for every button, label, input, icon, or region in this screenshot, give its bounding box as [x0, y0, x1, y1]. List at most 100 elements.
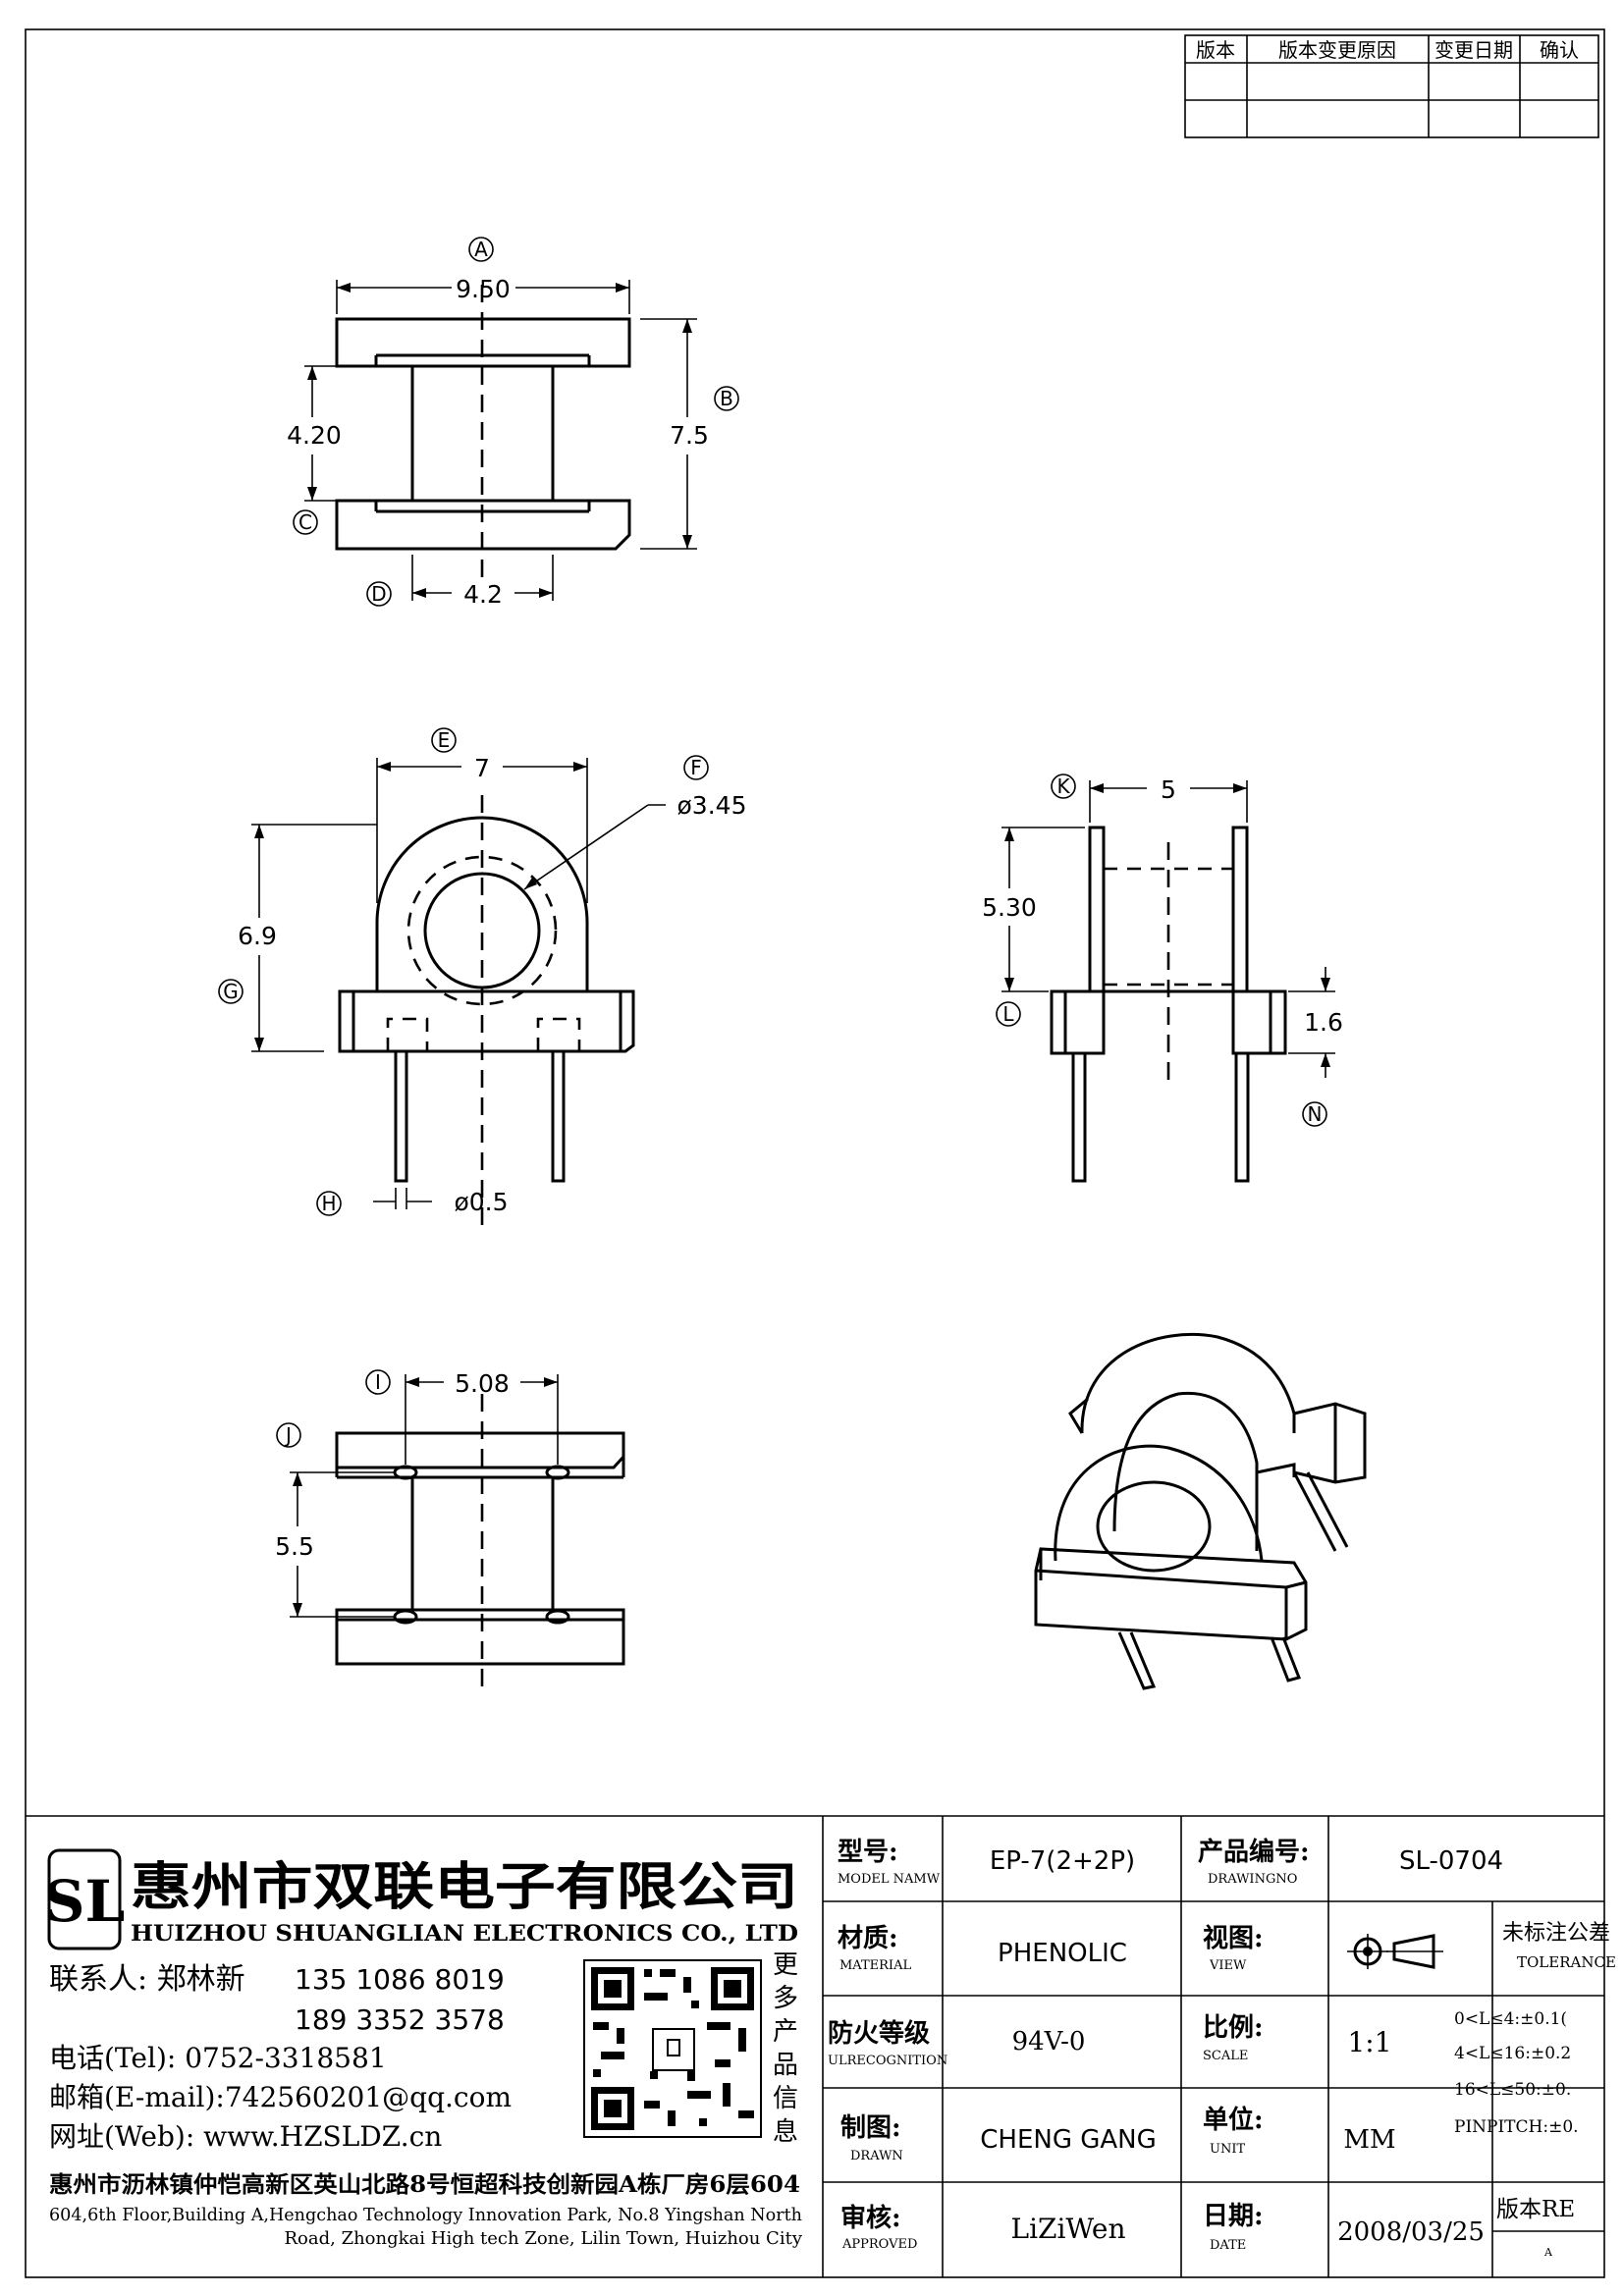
rev-header-reason: 版本变更原因 — [1278, 38, 1396, 62]
dim-bottom-rows: 5.5 — [275, 1532, 314, 1561]
callout-d-label: D — [371, 582, 386, 606]
tolerance-label-cn: 未标注公差 — [1502, 1921, 1610, 1946]
tolerance-line-3: 16<L≤50:±0. — [1454, 2080, 1571, 2100]
callout-c — [293, 509, 318, 535]
rev-label: 版本RE — [1496, 2197, 1575, 2222]
material-label-en: MATERIAL — [839, 1958, 911, 1973]
dim-bottom-pitch: 5.08 — [455, 1369, 510, 1398]
title-block: SL 惠州市双联电子有限公司 HUIZHOU SHUANGLIAN ELECTR… — [26, 1815, 1616, 2277]
company-name-cn: 惠州市双联电子有限公司 — [131, 1857, 798, 1917]
callout-j — [276, 1422, 301, 1448]
callout-g — [218, 979, 243, 1004]
callout-f — [683, 755, 709, 780]
callout-h — [316, 1191, 342, 1216]
callout-k — [1051, 774, 1076, 799]
isometric-view — [1034, 1332, 1367, 1690]
unit-label-cn: 单位: — [1203, 2105, 1264, 2135]
dim-front-width: 7 — [474, 754, 490, 782]
model-value: EP-7(2+2P) — [990, 1846, 1135, 1876]
callout-b — [714, 386, 739, 411]
callout-n — [1302, 1101, 1327, 1127]
callout-c-label: C — [298, 510, 312, 534]
callout-h-label: H — [321, 1192, 336, 1215]
approved-label-en: APPROVED — [841, 2237, 917, 2252]
revision-table: 版本 版本变更原因 变更日期 确认 — [1184, 34, 1599, 138]
contact-phone-2: 189 3352 3578 — [295, 2003, 505, 2036]
tolerance-line-1: 0<L≤4:±0.1( — [1454, 2009, 1567, 2029]
dim-top-gap: 4.20 — [287, 421, 342, 450]
scale-value: 1:1 — [1347, 2026, 1391, 2058]
model-label-cn: 型号: — [838, 1838, 898, 1867]
qr-code — [583, 1959, 762, 2138]
contact-email: 邮箱(E-mail):742560201@qq.com — [49, 2081, 512, 2113]
drawingno-label-en: DRAWINGNO — [1208, 1872, 1297, 1887]
date-label-en: DATE — [1210, 2238, 1246, 2253]
callout-k-label: K — [1056, 774, 1070, 798]
callout-n-label: N — [1308, 1102, 1323, 1126]
dim-top-core: 4.2 — [463, 580, 503, 609]
fire-label-en: ULRECOGNITION — [828, 2054, 947, 2068]
qr-text-3: 产 — [773, 2017, 798, 2047]
callout-j-label: J — [284, 1423, 292, 1447]
fire-value: 94V-0 — [1012, 2027, 1086, 2056]
callout-a-label: A — [474, 238, 488, 261]
callout-l — [996, 1001, 1021, 1027]
callout-e — [431, 727, 457, 753]
rev-header-date: 变更日期 — [1434, 38, 1513, 62]
drawingno-value: SL-0704 — [1399, 1846, 1503, 1876]
fire-label-cn: 防火等级 — [828, 2018, 930, 2049]
date-label-cn: 日期: — [1203, 2202, 1264, 2231]
callout-b-label: B — [720, 387, 733, 410]
dim-front-height: 6.9 — [238, 922, 277, 950]
drawn-label-en: DRAWN — [850, 2149, 903, 2163]
drawn-value: CHENG GANG — [980, 2125, 1157, 2155]
address-en-1: 604,6th Floor,Building A,Hengchao Techno… — [49, 2205, 802, 2225]
contact-person: 联系人: 郑林新 — [49, 1962, 245, 1997]
callout-d — [366, 581, 392, 607]
callout-i — [365, 1369, 391, 1395]
tolerance-label-en: TOLERANCE — [1517, 1953, 1616, 1971]
callout-a — [468, 237, 494, 262]
contact-tel: 电话(Tel): 0752-3318581 — [49, 2042, 387, 2074]
scale-label-en: SCALE — [1203, 2049, 1248, 2063]
approved-value: LiZiWen — [1010, 2213, 1125, 2245]
dim-side-height: 5.30 — [982, 893, 1037, 922]
dim-front-pin: ø0.5 — [454, 1188, 508, 1216]
contact-web: 网址(Web): www.HZSLDZ.cn — [49, 2120, 442, 2153]
callout-f-label: F — [690, 756, 702, 779]
contact-phone-1: 135 1086 8019 — [295, 1963, 505, 1996]
first-angle-projection-icon — [1347, 1934, 1443, 1969]
dim-front-hole: ø3.45 — [677, 791, 747, 820]
rev-header-version: 版本 — [1196, 38, 1235, 62]
tolerance-line-4: PINPITCH:±0. — [1454, 2117, 1579, 2137]
approved-label-cn: 审核: — [840, 2203, 901, 2233]
side-view: 5 K 5.30 L 1.6 N — [982, 774, 1343, 1183]
rev-value: A — [1543, 2246, 1553, 2259]
sheet-border — [25, 28, 1605, 2278]
top-view: 9.50 A 4.20 7.5 B C 4.2 D — [287, 237, 739, 609]
company-name-en: HUIZHOU SHUANGLIAN ELECTRONICS CO., LTD — [131, 1921, 798, 1947]
unit-label-en: UNIT — [1210, 2142, 1245, 2157]
front-view: 7 E ø3.45 F 6.9 G ø0.5 H — [218, 727, 747, 1227]
qr-text-4: 品 — [773, 2051, 798, 2080]
model-label-en: MODEL NAMW — [838, 1872, 941, 1887]
company-logo — [47, 1848, 122, 1950]
qr-text-1: 更 — [773, 1950, 798, 1980]
drawn-label-cn: 制图: — [840, 2113, 901, 2143]
material-label-cn: 材质: — [838, 1924, 898, 1953]
tolerance-line-2: 4<L≤16:±0.2 — [1454, 2044, 1571, 2063]
view-label-cn: 视图: — [1203, 1924, 1264, 1953]
unit-value: MM — [1343, 2125, 1395, 2155]
qr-text-6: 息 — [773, 2117, 798, 2147]
scale-label-cn: 比例: — [1203, 2013, 1264, 2043]
callout-e-label: E — [438, 728, 451, 752]
callout-l-label: L — [1002, 1002, 1014, 1026]
company-logo-mark: SL — [44, 1868, 126, 1935]
address-en-2: Road, Zhongkai High tech Zone, Lilin Tow… — [285, 2228, 803, 2249]
callout-g-label: G — [223, 980, 239, 1003]
date-value: 2008/03/25 — [1337, 2217, 1485, 2247]
rev-header-confirm: 确认 — [1540, 38, 1579, 62]
dim-top-height: 7.5 — [670, 421, 709, 450]
callout-i-label: I — [375, 1370, 381, 1394]
